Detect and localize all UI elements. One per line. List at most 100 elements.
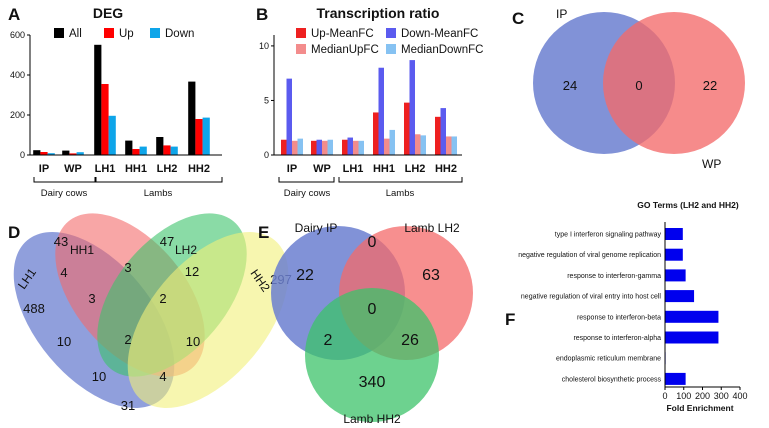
panel-a-title: DEG <box>93 5 123 21</box>
bar-down-lh1 <box>108 115 116 155</box>
bar-mediandownfc-lh2 <box>420 135 426 155</box>
panel-e-letter: E <box>258 223 269 242</box>
bar-up-ip <box>40 152 48 155</box>
go-term-label-type-i-interferon-signaling-pathway: type I interferon signaling pathway <box>555 232 662 239</box>
go-term-label-cholesterol-biosynthetic-process: cholesterol biosynthetic process <box>562 376 662 383</box>
bar-mediandownfc-lh1 <box>358 140 364 155</box>
panel-f-term-labels: type I interferon signaling pathway negat… <box>518 232 661 384</box>
panel-f-xlabel: Fold Enrichment <box>666 403 733 413</box>
venn-c-both: 0 <box>635 78 642 93</box>
bar-mediandownfc-hh1 <box>389 129 395 155</box>
bar-up-hh2 <box>195 119 203 155</box>
x-tick-label: 300 <box>714 391 729 401</box>
bar-medianupfc-wp <box>322 140 328 155</box>
legend-label-all: All <box>69 28 82 40</box>
bar-up-lh2 <box>163 145 171 155</box>
go-bar-negative-regulation-of-viral-entry-into-host-cell <box>665 290 695 303</box>
bar-up-meanfc-ip <box>281 139 287 155</box>
panel-b-group-lambs: Lambs <box>386 188 415 199</box>
venn-d-region-2: 47 <box>160 234 174 249</box>
legend-swatch-mediandownfc <box>386 44 396 54</box>
venn-d-region-13: 4 <box>159 369 166 384</box>
x-tick-label-lh1: LH1 <box>343 163 364 175</box>
bar-down-meanfc-hh1 <box>378 67 384 155</box>
venn-e-region-4: 2 <box>324 332 333 349</box>
y-tick-label: 200 <box>10 110 25 120</box>
venn-d-region-0: 488 <box>23 301 45 316</box>
venn-e-region-0: 22 <box>296 267 314 284</box>
legend-label-down: Down <box>165 28 194 40</box>
panel-f-bars <box>665 228 719 385</box>
legend-swatch-down <box>150 28 160 38</box>
legend-swatch-up-meanfc <box>296 28 306 38</box>
venn-e-dairy-ip-label: Dairy IP <box>295 221 338 235</box>
venn-e-region-5: 26 <box>401 332 419 349</box>
bar-mediandownfc-ip <box>297 138 303 155</box>
x-tick-label-lh2: LH2 <box>157 163 178 175</box>
panel-b-bracket-dairy <box>278 177 335 183</box>
panel-a-bracket-dairy <box>33 177 97 183</box>
x-tick-label-lh1: LH1 <box>95 163 116 175</box>
venn-e-lamb-hh2-circle <box>305 288 439 422</box>
venn-d-region-10: 10 <box>186 334 200 349</box>
legend-label-up-meanfc: Up-MeanFC <box>311 28 374 40</box>
panel-c-letter: C <box>512 9 524 28</box>
panel-b-bracket-lambs <box>338 177 463 183</box>
bar-down-hh2 <box>202 117 210 155</box>
go-term-label-response-to-interferon-gamma: response to interferon-gamma <box>567 273 661 280</box>
bar-all-wp <box>62 150 70 155</box>
bar-down-wp <box>76 152 84 155</box>
bar-down-meanfc-lh1 <box>347 137 353 155</box>
go-bar-response-to-interferon-beta <box>665 310 719 323</box>
panel-b-letter: B <box>256 5 268 24</box>
panel-a-legend: All Up Down <box>54 28 194 40</box>
panel-b-bars <box>281 60 457 155</box>
bar-all-lh1 <box>94 44 102 155</box>
go-bar-response-to-interferon-alpha <box>665 331 719 344</box>
venn-e-region-3: 0 <box>368 301 377 318</box>
bar-up-lh1 <box>101 84 109 155</box>
panel-f-letter: F <box>505 310 515 329</box>
bar-medianupfc-hh2 <box>446 136 452 155</box>
bar-all-ip <box>33 150 41 155</box>
bar-medianupfc-lh1 <box>353 140 359 155</box>
go-term-label-response-to-interferon-alpha: response to interferon-alpha <box>573 335 661 342</box>
go-term-label-negative-regulation-of-viral-entry-into-host-cell: negative regulation of viral entry into … <box>521 294 662 301</box>
bar-up-meanfc-hh2 <box>435 116 441 155</box>
panel-d-letter: D <box>8 223 20 242</box>
x-tick-label-hh1: HH1 <box>125 163 147 175</box>
legend-label-up: Up <box>119 28 134 40</box>
bar-down-meanfc-hh2 <box>440 108 446 155</box>
bar-medianupfc-ip <box>292 140 298 155</box>
bar-all-lh2 <box>156 137 164 155</box>
y-tick-label: 600 <box>10 30 25 40</box>
legend-swatch-up <box>104 28 114 38</box>
go-bar-response-to-interferon-gamma <box>665 269 686 282</box>
venn-d-region-6: 12 <box>185 264 199 279</box>
panel-a-bracket-lambs <box>94 177 223 183</box>
y-tick-label: 10 <box>259 41 269 51</box>
x-tick-label: 100 <box>676 391 691 401</box>
bar-up-meanfc-wp <box>311 140 317 155</box>
bar-up-meanfc-hh1 <box>373 112 379 155</box>
venn-e-region-6: 340 <box>359 374 386 391</box>
venn-d-region-7: 3 <box>88 291 95 306</box>
bar-all-hh1 <box>125 140 133 155</box>
go-term-label-endoplasmic-reticulum-membrane: endoplasmic reticulum membrane <box>556 356 661 363</box>
venn-e-region-2: 63 <box>422 267 440 284</box>
go-bar-negative-regulation-of-viral-genome-replication <box>665 248 683 261</box>
venn-c-wp-label: WP <box>702 157 721 171</box>
go-bar-cholesterol-biosynthetic-process <box>665 372 686 385</box>
venn-e-lamb-lh2-label: Lamb LH2 <box>404 221 460 235</box>
panel-a-bars <box>33 44 210 155</box>
go-term-label-response-to-interferon-beta: response to interferon-beta <box>577 314 661 321</box>
bar-up-wp <box>69 153 77 155</box>
legend-label-down-meanfc: Down-MeanFC <box>401 28 478 40</box>
x-tick-label-ip: IP <box>39 163 49 175</box>
